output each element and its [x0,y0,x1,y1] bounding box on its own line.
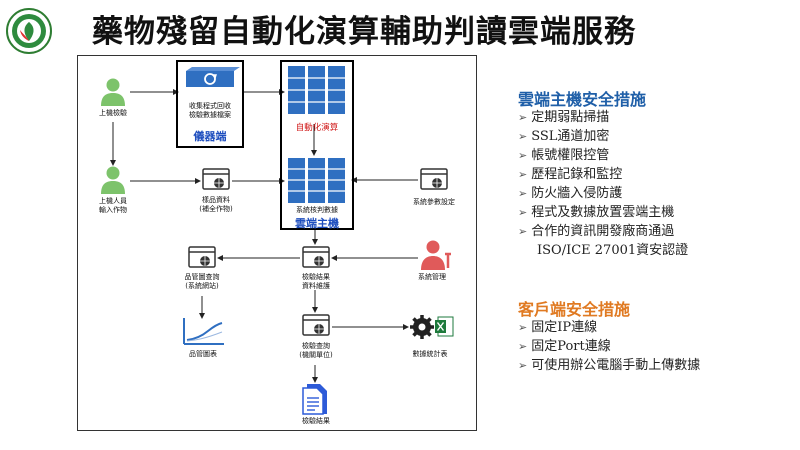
result-maint-label-2: 資料維護 [302,282,330,290]
cloud-item: ➢程式及數據放置雲端主機 [518,205,675,220]
sample-data-label-1: 樣品資料 [202,196,230,204]
qc-chart-icon [183,318,224,345]
instrument-box [176,60,244,148]
cloud-item: ➢定期弱點掃描 [518,110,610,125]
instrument-caption-2: 檢驗數據檔案 [189,111,231,119]
sample-data-label-2: (補全作物) [199,205,233,213]
auto-calc-server-icon [287,66,347,116]
arrow-bullet-icon: ➢ [518,321,528,334]
operator-person-icon [101,78,125,106]
qc-query-label-2: (系統網站) [185,282,219,290]
result-document-icon [302,384,327,415]
cloud-item: ➢帳號權限控管 [518,148,610,163]
operator-label: 上機檢驗 [99,109,127,117]
page-title: 藥物殘留自動化演算輔助判讀雲端服務 [92,14,636,50]
query-label-1: 檢驗查詢 [302,342,330,350]
client-item: ➢固定IP連線 [518,320,598,335]
system-caption: 系統核判數據 [296,206,338,214]
cloud-host-title: 雲端主機 [295,217,339,230]
entry-person-label-2: 輸入作物 [99,206,127,214]
cloud-security-list: ➢定期弱點掃描 ➢SSL通道加密 ➢帳號權限控管 ➢歷程記錄和監控 ➢防火牆入侵… [518,108,688,260]
result-maint-label-1: 檢驗結果 [302,273,330,281]
sample-data-web-icon [202,168,230,190]
cloud-item-continuation: ISO/ICE 27001資安認證 [537,243,689,258]
query-web-icon [302,314,330,336]
params-web-icon [420,168,448,190]
arrow-bullet-icon: ➢ [518,225,528,238]
cloud-item: ➢合作的資訊開發廠商通過 [518,224,675,239]
qc-query-web-icon [188,246,216,268]
arrow-bullet-icon: ➢ [518,340,528,353]
qc-chart-label: 品管圖表 [189,350,217,358]
client-security-list: ➢固定IP連線 ➢固定Port連線 ➢可使用辦公電腦手動上傳數據 [518,318,700,375]
stats-excel-icon [410,315,454,339]
arrow-bullet-icon: ➢ [518,111,528,124]
instrument-title: 儀器端 [193,130,227,143]
query-label-2: (機關單位) [299,351,333,359]
instrument-caption-1: 收集程式回收 [189,102,231,110]
client-item: ➢固定Port連線 [518,339,611,354]
entry-person-label-1: 上機人員 [99,197,127,205]
stats-label: 數據統計表 [412,350,448,358]
cloud-server-icon [288,158,345,203]
arrow-bullet-icon: ➢ [518,130,528,143]
auto-calc-label: 自動化演算 [295,123,339,133]
result-label: 檢驗結果 [302,417,330,425]
cloud-item: ➢歷程記錄和監控 [518,167,623,182]
result-maint-web-icon [302,246,330,268]
workflow-diagram [77,55,477,431]
admin-person-icon [421,240,451,270]
cloud-host-box [280,60,354,230]
qc-query-label-1: 品管圖查詢 [184,273,220,281]
arrow-bullet-icon: ➢ [518,168,528,181]
client-item: ➢可使用辦公電腦手動上傳數據 [518,358,701,373]
cloud-item: ➢防火牆入侵防護 [518,186,623,201]
arrow-bullet-icon: ➢ [518,206,528,219]
cloud-security-title: 雲端主機安全措施 [518,90,647,109]
arrow-bullet-icon: ➢ [518,187,528,200]
admin-label: 系統管理 [418,273,446,281]
instrument-device-icon [186,67,240,87]
cloud-item: ➢SSL通道加密 [518,129,610,144]
params-label: 系統參數設定 [413,198,455,206]
entry-person-icon [101,166,125,194]
arrow-bullet-icon: ➢ [518,149,528,162]
arrow-bullet-icon: ➢ [518,359,528,372]
organization-logo [6,8,52,54]
client-security-title: 客戶端安全措施 [518,300,631,319]
